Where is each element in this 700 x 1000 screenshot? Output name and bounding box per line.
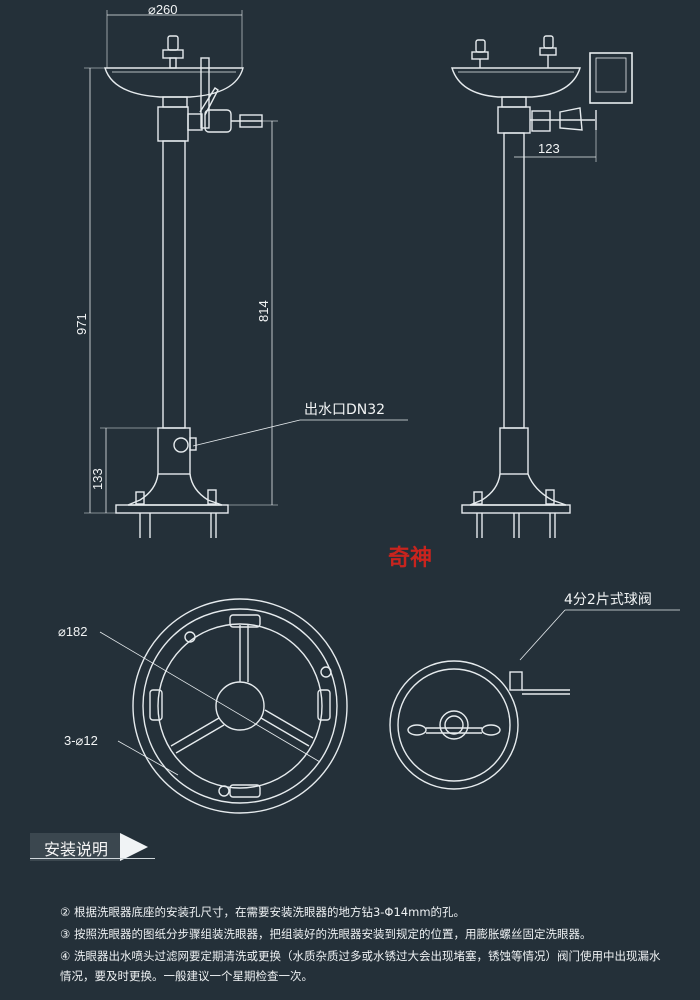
side-elevation <box>451 35 633 538</box>
section-title: 安装说明 <box>44 840 109 859</box>
instruction-step-3: ③ 按照洗眼器的图纸分步骤组装洗眼器，把组装好的洗眼器安装到规定的位置，用膨胀螺… <box>60 927 592 941</box>
base-height-dim: 133 <box>90 468 105 490</box>
total-height-dim: 971 <box>74 313 89 335</box>
instruction-list: ② 根据洗眼器底座的安装孔尺寸，在需要安装洗眼器的地方钻3-Φ14mm的孔。 ③… <box>60 902 670 988</box>
mount-holes-dim: 3-⌀12 <box>64 733 98 748</box>
top-width-dim: ⌀260 <box>148 2 178 17</box>
brand-logo: 奇神 <box>388 545 432 571</box>
base-diameter-dim: ⌀182 <box>58 624 88 639</box>
instruction-step-2: ② 根据洗眼器底座的安装孔尺寸，在需要安装洗眼器的地方钻3-Φ14mm的孔。 <box>60 905 466 919</box>
ball-valve-label: 4分2片式球阀 <box>564 592 652 608</box>
valve-offset-dim: 123 <box>538 141 560 156</box>
section-banner <box>30 833 148 861</box>
base-plan-view <box>99 598 348 814</box>
outlet-label: 出水口DN32 <box>304 402 385 418</box>
banner-arrow-icon <box>120 833 148 861</box>
instruction-step-4: ④ 洗眼器出水喷头过滤网要定期清洗或更换（水质杂质过多或水锈过大会出现堵塞，锈蚀… <box>60 949 661 983</box>
section-divider <box>30 858 155 859</box>
pipe-height-dim: 814 <box>256 300 271 322</box>
bowl-plan-view <box>389 609 680 790</box>
front-elevation <box>84 10 408 538</box>
